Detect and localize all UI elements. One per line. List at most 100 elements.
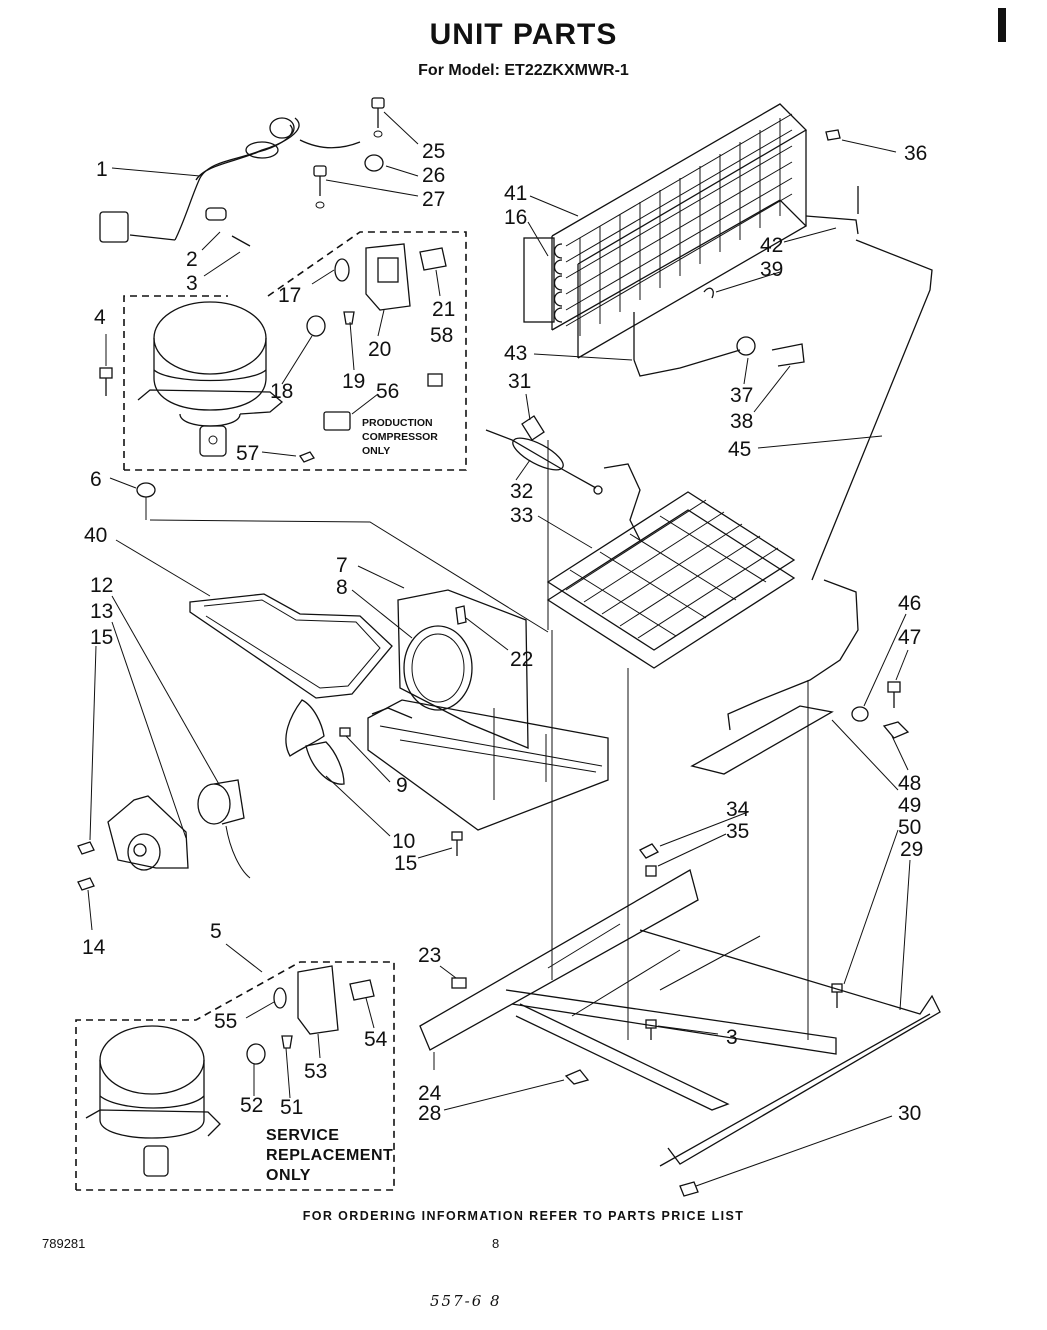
callout: 1 [96,158,108,181]
callout: 3 [186,272,198,295]
callout: 47 [898,626,921,649]
bracket-16 [523,237,555,323]
callout: 6 [90,468,102,491]
callout: 50 [898,816,921,839]
clip-23 [451,977,467,989]
fan-blade-10 [285,699,345,785]
screw-29 [831,983,843,1008]
screw-47 [887,681,901,708]
svg-text:PRODUCTION: PRODUCTION [362,417,433,429]
callout: 10 [392,830,415,853]
tube-46 [727,579,859,731]
callout: 56 [376,380,399,403]
callout: 28 [418,1102,441,1125]
support-frame [419,869,941,1167]
page-title: UNIT PARTS [429,18,618,51]
grommet-6 [136,482,156,520]
clip-35 [645,865,657,877]
callout: 3 [726,1026,738,1049]
leader-lines [87,111,911,1187]
callout: 24 [418,1082,442,1105]
callout: 14 [82,936,106,959]
callout: 48 [898,772,921,795]
compressor-platform [367,699,609,831]
callout: 45 [728,438,751,461]
grommet-18 [306,315,326,337]
callout: 13 [90,600,113,623]
screw-14 [77,877,95,891]
ordering-info: FOR ORDERING INFORMATION REFER TO PARTS … [302,1209,745,1223]
callout: 39 [760,258,783,281]
callout: 18 [270,380,293,403]
clip-39 [703,287,714,299]
callout: 51 [280,1096,303,1119]
callout: 12 [90,574,113,597]
relay-20 [365,243,411,311]
relay-53 [297,965,339,1035]
screw-30 [679,1181,699,1197]
callout: 22 [510,648,533,671]
callout: 21 [432,298,455,321]
callout: 38 [730,410,753,433]
handwritten-note: 557-6 8 [430,1292,502,1310]
callout: 57 [236,442,259,465]
callout: 41 [504,182,527,205]
callout: 4 [94,306,106,329]
callout: 53 [304,1060,327,1083]
screw-36 [825,129,841,141]
callout: 34 [726,798,750,821]
screw-22 [455,605,467,625]
screw-25 [371,97,385,138]
callout: 23 [418,944,441,967]
callout: 27 [422,188,445,211]
motor-bracket-13 [107,795,189,871]
service-box [75,961,395,1191]
callout: 15 [90,626,113,649]
clip-19 [343,311,355,325]
callout: 55 [214,1010,237,1033]
cord-clamp [205,207,251,247]
production-box-right [124,231,467,471]
compressor-service [85,1025,221,1177]
callout: 29 [900,838,923,861]
cover-54 [349,979,375,1001]
callout: 30 [898,1102,921,1125]
screw-15 [451,831,463,856]
clamp-49 [882,721,910,739]
clip-28 [564,1069,590,1085]
callout: 35 [726,820,749,843]
clip-31 [521,415,545,441]
compressor-production [137,301,284,457]
callout: 2 [186,248,198,271]
callout: 58 [430,324,453,347]
clip-9 [339,727,351,737]
grommet-48 [851,706,869,722]
svg-text:COMPRESSOR: COMPRESSOR [362,431,438,443]
production-note: PRODUCTION COMPRESSOR ONLY [362,417,438,457]
callout: 52 [240,1094,263,1117]
callout-labels: 1 2 3 4 5 6 7 8 9 10 12 13 14 15 15 16 1… [82,140,927,1125]
callout: 8 [336,576,348,599]
svg-text:ONLY: ONLY [266,1167,311,1184]
screw-57 [299,451,315,463]
drier-32 [485,429,603,495]
callout: 42 [760,234,783,257]
drain-pan-40 [189,593,393,699]
clip-51 [281,1035,293,1049]
callout: 26 [422,164,445,187]
production-box-left [123,295,228,470]
callout: 7 [336,554,348,577]
callout: 19 [342,370,365,393]
callout: 16 [504,206,527,229]
power-cord [99,117,361,243]
callout: 43 [504,342,527,365]
callout: 40 [84,524,107,547]
callout: 37 [730,384,753,407]
svg-text:REPLACEMENT: REPLACEMENT [266,1147,393,1164]
callout: 54 [364,1028,388,1051]
svg-text:SERVICE: SERVICE [266,1127,339,1144]
page-number: 8 [492,1236,500,1251]
screw-4 [99,367,113,396]
